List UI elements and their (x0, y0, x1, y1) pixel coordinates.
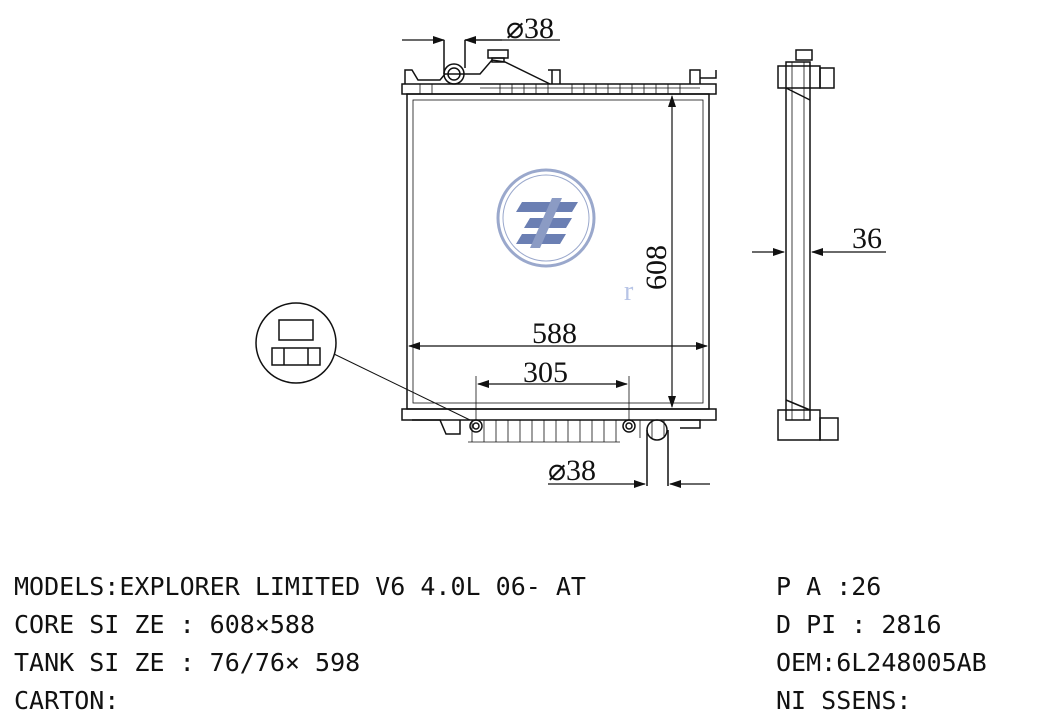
core-height-label: 608 (640, 245, 673, 290)
top-tank (401, 49, 717, 95)
bottom-outlet-pipe (646, 419, 669, 486)
spec-pa: P A :26 (776, 572, 882, 601)
drain-plug-right (622, 419, 636, 433)
spec-core-size: CORE SI ZE : 608×588 (14, 610, 316, 639)
bottom-tank (401, 408, 717, 443)
spec-models: MODELS:EXPLORER LIMITED V6 4.0L 06- AT (14, 572, 586, 601)
spec-tank-size: TANK SI ZE : 76/76× 598 (14, 648, 361, 677)
core-width-label: 588 (532, 317, 577, 350)
top-pipe-diameter-label: ⌀38 (506, 12, 554, 45)
side-thickness-label: 36 (852, 222, 882, 255)
side-view (777, 49, 839, 441)
watermark-letter: r (624, 276, 634, 307)
spec-nissens: NI SSENS: (776, 686, 912, 715)
drain-plug-detail (255, 302, 471, 421)
bottom-pipe-diameter-label: ⌀38 (548, 454, 596, 487)
spec-dpi: D PI : 2816 (776, 610, 942, 639)
top-inlet-pipe (443, 40, 466, 85)
bottom-spacing-label: 305 (523, 356, 568, 389)
logo-icon (496, 168, 596, 268)
spec-carton: CARTON: (14, 686, 120, 715)
spec-oem: OEM:6L248005AB (776, 648, 987, 677)
